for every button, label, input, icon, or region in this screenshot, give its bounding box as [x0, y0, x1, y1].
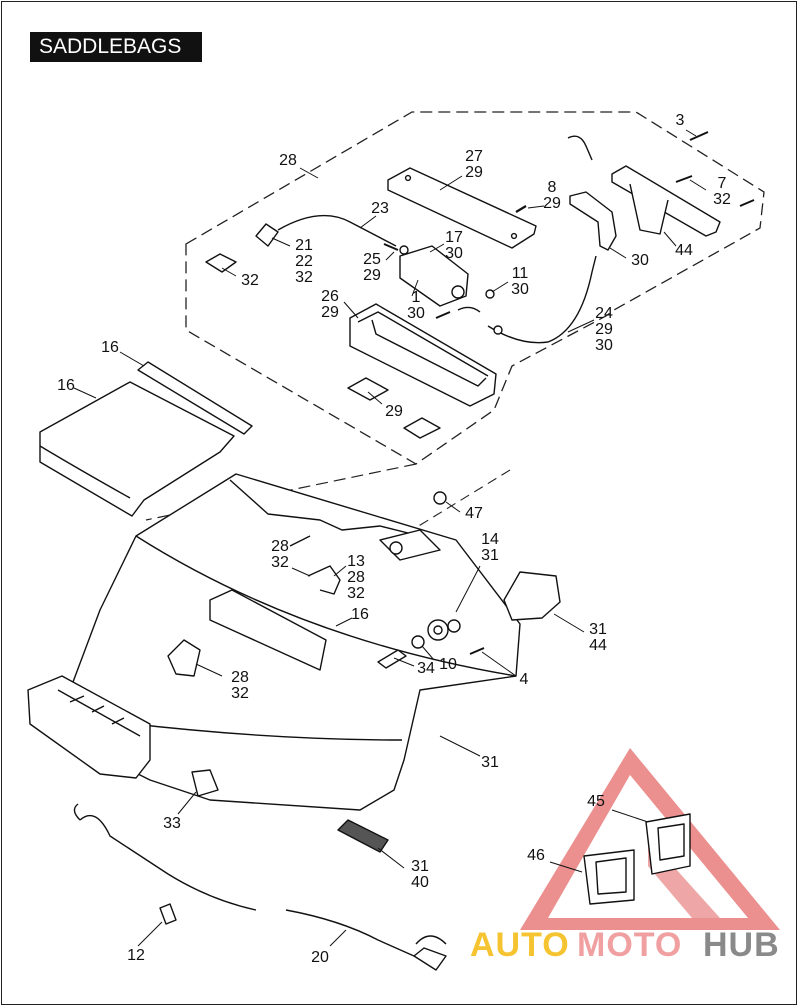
callout-number: 16 [351, 606, 369, 623]
callout-number: 30 [631, 252, 649, 269]
latch-plate [387, 167, 537, 249]
connector-21 [255, 223, 279, 247]
callout-number: 34 [417, 660, 435, 677]
strap-16 [137, 361, 253, 435]
callout-number: 32 [295, 269, 313, 286]
plug-33 [191, 769, 219, 797]
lid-support [503, 571, 561, 621]
callout-number: 8 [548, 179, 557, 196]
saddlebag-lid [39, 381, 235, 517]
callout-number: 30 [511, 281, 529, 298]
callout-number: 28 [271, 538, 289, 555]
latch-bracket [569, 191, 617, 251]
callout-number: 7 [718, 175, 727, 192]
watermark-auto: AUTO [470, 926, 570, 964]
callout-number: 33 [163, 815, 181, 832]
watermark-wordmark: AUTO MOTO HUB [470, 926, 780, 964]
diagram-title: SADDLEBAGS [30, 32, 202, 62]
clip-1 [457, 306, 481, 313]
callout-number: 25 [363, 251, 381, 268]
subassembly-dashed-outline [185, 111, 765, 465]
release-cable [487, 255, 597, 344]
washer-10 [411, 635, 425, 649]
callout-number: 32 [271, 554, 289, 571]
callout-number: 23 [371, 200, 389, 217]
kit-box-45 [645, 813, 691, 875]
pin-34 [377, 649, 407, 669]
strap-bracket-13 [307, 565, 341, 595]
screw-7 [675, 175, 693, 183]
callout-number: 11 [512, 265, 529, 282]
screw-30 [435, 311, 451, 319]
wiring-harness [79, 814, 415, 957]
grommet-14b [447, 619, 461, 633]
callout-number: 32 [713, 191, 731, 208]
screw-3 [689, 131, 709, 141]
clip-47 [433, 491, 447, 505]
callout-number: 28 [347, 569, 365, 586]
callout-number: 26 [321, 288, 339, 305]
saddlebag-rail [209, 589, 327, 671]
watermark-moto: MOTO [577, 926, 682, 964]
pad-29a [347, 377, 389, 401]
callout-number: 22 [295, 253, 313, 270]
callout-number: 10 [439, 656, 457, 673]
callout-number: 31 [411, 858, 429, 875]
callout-number: 32 [231, 685, 249, 702]
callout-number: 29 [595, 321, 613, 338]
grommet-31-40 [337, 819, 389, 853]
callout-number: 31 [481, 547, 499, 564]
callout-number: 16 [57, 377, 75, 394]
callout-number: 12 [127, 947, 145, 964]
screw-8 [515, 205, 527, 213]
callout-number: 3 [676, 112, 685, 129]
callout-number: 28 [279, 152, 297, 169]
callout-number: 30 [595, 337, 613, 354]
callout-number: 29 [321, 304, 339, 321]
callout-number: 21 [295, 237, 313, 254]
callout-number: 27 [465, 148, 483, 165]
callout-number: 29 [543, 195, 561, 212]
callout-number: 46 [527, 847, 545, 864]
callout-number: 1 [412, 289, 421, 306]
callout-number: 47 [465, 505, 483, 522]
callout-number: 17 [445, 229, 463, 246]
callout-number: 30 [407, 305, 425, 322]
latch-mount-plate [27, 675, 151, 779]
callout-number: 24 [595, 305, 613, 322]
callout-number: 32 [347, 585, 365, 602]
callout-number: 29 [465, 164, 483, 181]
callout-number: 16 [101, 339, 119, 356]
callout-number: 20 [311, 949, 329, 966]
pad-29b [403, 417, 441, 439]
screw-4 [469, 647, 485, 655]
callout-number: 44 [589, 637, 607, 654]
callout-number: 31 [481, 754, 499, 771]
callout-number: 40 [411, 874, 429, 891]
callout-number: 45 [587, 793, 605, 810]
knob-28 [167, 639, 201, 677]
clip-12 [159, 903, 177, 925]
callout-number: 32 [241, 272, 259, 289]
callout-number: 44 [675, 242, 693, 259]
callout-number: 14 [481, 531, 499, 548]
watermark-hub: HUB [703, 926, 780, 964]
callout-number: 29 [385, 403, 403, 420]
callout-number: 28 [231, 669, 249, 686]
callout-number: 31 [589, 621, 607, 638]
callout-number: 29 [363, 267, 381, 284]
callout-number: 30 [445, 245, 463, 262]
lock-tray [349, 303, 497, 407]
callout-number: 13 [347, 553, 365, 570]
grommet-14a [427, 619, 449, 641]
screw-32 [739, 199, 755, 207]
callout-number: 4 [520, 671, 529, 688]
lock-actuator [399, 245, 469, 307]
screw-25 [383, 243, 399, 251]
watermark-triangle [520, 748, 780, 930]
